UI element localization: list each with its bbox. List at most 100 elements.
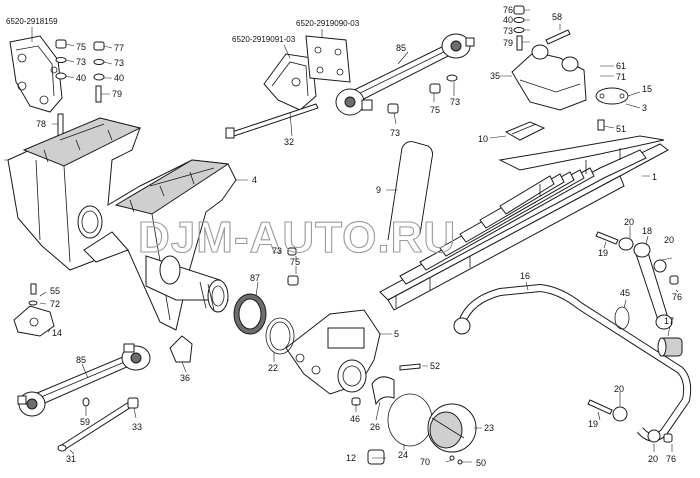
callout-10: 10: [478, 134, 488, 144]
callout-24: 24: [398, 450, 408, 460]
hub-5: [285, 309, 381, 395]
callout-70: 70: [420, 457, 430, 467]
callout-75: 75: [290, 257, 300, 267]
callout-71: 71: [616, 72, 626, 82]
nut-73-75-mid: [287, 247, 299, 286]
nuts-73-75-upper: [387, 74, 458, 114]
callout-76: 76: [666, 454, 676, 464]
callout-73: 73: [76, 57, 86, 67]
ring-45: [614, 306, 630, 330]
callout-73: 73: [503, 26, 513, 36]
callout-35: 35: [490, 71, 500, 81]
axle-tube: [145, 255, 229, 313]
callout-17: 17: [664, 316, 674, 326]
callout-31: 31: [66, 454, 76, 464]
callout-75: 75: [430, 105, 440, 115]
bushing-17: [657, 337, 683, 357]
callout-58: 58: [552, 12, 562, 22]
callout-78: 78: [36, 119, 46, 129]
callout-18: 18: [642, 226, 652, 236]
clip-10: [504, 121, 546, 141]
callout-76: 76: [503, 5, 513, 15]
callout-77: 77: [114, 43, 124, 53]
callout-40: 40: [503, 15, 513, 25]
bolt-31: [57, 399, 137, 452]
leaf-spring-1: [379, 135, 669, 311]
fastener-stack-top: [513, 5, 525, 51]
nut-46: [351, 397, 361, 406]
bolt-32: [225, 103, 319, 139]
gasket-24: [387, 393, 433, 447]
u-bolt-9: [387, 141, 433, 241]
callout-73: 73: [114, 58, 124, 68]
callout-20: 20: [648, 454, 658, 464]
bolt-52: [399, 363, 421, 371]
bolt-58: [545, 29, 571, 45]
callout-87: 87: [250, 273, 260, 283]
nut-33: [127, 397, 139, 409]
clamp-14: [13, 305, 55, 337]
bolt-55-washer-72: [28, 283, 38, 306]
nut-12: [367, 449, 385, 465]
bracket-6520-2918159: [9, 35, 63, 113]
callout-1: 1: [652, 172, 657, 182]
ring-87: [233, 293, 267, 335]
bushings-20: [612, 237, 667, 443]
callout-20: 20: [664, 235, 674, 245]
callout-14: 14: [52, 328, 62, 338]
callout-50: 50: [476, 458, 486, 468]
callout-45: 45: [620, 288, 630, 298]
callout-12: 12: [346, 453, 356, 463]
plate-15: [595, 87, 629, 105]
callout-22: 22: [268, 363, 278, 373]
callout-36: 36: [180, 373, 190, 383]
callout-79: 79: [503, 38, 513, 48]
part-number-6520-2918159: 6520-2918159: [6, 17, 58, 26]
callout-19: 19: [588, 419, 598, 429]
callout-33: 33: [132, 422, 142, 432]
bracket-6520-2919090-03: [305, 35, 351, 83]
seal-22: [265, 317, 295, 355]
callout-85: 85: [396, 43, 406, 53]
callout-20: 20: [624, 217, 634, 227]
watermark-text: DJM-AUTO.RU: [138, 213, 456, 262]
callout-19: 19: [598, 248, 608, 258]
stud-78: [57, 113, 64, 137]
callout-61: 61: [616, 61, 626, 71]
callout-72: 72: [50, 299, 60, 309]
nuts-76: [663, 275, 679, 443]
link-18: [633, 242, 673, 330]
callout-26: 26: [370, 422, 380, 432]
callout-4: 4: [252, 175, 257, 185]
callout-85: 85: [76, 355, 86, 365]
part-number-6520-2919090-03: 6520-2919090-03: [296, 19, 360, 28]
callout-32: 32: [284, 137, 294, 147]
clamp-26: [371, 376, 395, 406]
callout-79: 79: [112, 89, 122, 99]
reaction-rod-85-lower: [17, 343, 151, 417]
callout-40: 40: [76, 73, 86, 83]
part-number-6520-2919091-03: 6520-2919091-03: [232, 35, 296, 44]
callout-59: 59: [80, 417, 90, 427]
bolts-19: [587, 231, 619, 415]
callout-5: 5: [394, 329, 399, 339]
callout-40: 40: [114, 73, 124, 83]
callout-52: 52: [430, 361, 440, 371]
washer-59: [82, 397, 90, 407]
callout-51: 51: [616, 124, 626, 134]
bolt-51: [597, 119, 605, 131]
callout-73: 73: [390, 128, 400, 138]
callout-3: 3: [642, 103, 647, 113]
callout-15: 15: [642, 84, 652, 94]
stabilizer-bar-16: [453, 283, 692, 442]
cover-23: [427, 403, 477, 453]
callout-75: 75: [76, 42, 86, 52]
callout-20: 20: [614, 384, 624, 394]
callout-73: 73: [272, 246, 282, 256]
bracket-6520-2919091-03: [263, 53, 317, 111]
callout-76: 76: [672, 292, 682, 302]
callout-9: 9: [376, 185, 381, 195]
callout-46: 46: [350, 414, 360, 424]
callout-16: 16: [520, 271, 530, 281]
